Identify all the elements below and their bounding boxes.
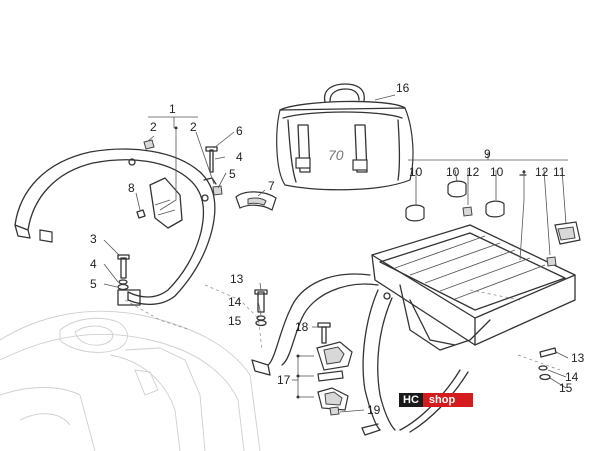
- callout-1: 1: [169, 102, 176, 116]
- cover-cap: [235, 191, 277, 211]
- svg-text:70: 70: [328, 147, 344, 163]
- callout-2-right: 2: [190, 120, 197, 134]
- leader-lines: [103, 94, 569, 413]
- callout-14-left: 14: [228, 295, 242, 309]
- rack-small-parts: [405, 174, 581, 267]
- callout-14-right: 14: [565, 370, 579, 384]
- callout-19: 19: [367, 403, 381, 417]
- callout-10-b: 10: [446, 165, 460, 179]
- callout-11: 11: [553, 165, 566, 179]
- rear-grab-handle: [14, 148, 216, 306]
- callout-13-left: 13: [230, 272, 244, 286]
- callout-3: 3: [90, 232, 97, 246]
- callout-4-top: 4: [236, 150, 243, 164]
- callout-5-bottom: 5: [90, 277, 97, 291]
- callout-8: 8: [128, 181, 135, 195]
- leader-dots: [174, 126, 526, 399]
- callout-5-top: 5: [229, 167, 236, 181]
- callout-16: 16: [396, 81, 410, 95]
- leather-bag: 70: [276, 83, 414, 191]
- callout-18: 18: [295, 320, 309, 334]
- callout-7: 7: [268, 179, 275, 193]
- scooter-body-outline: [0, 310, 261, 451]
- callout-17: 17: [277, 373, 291, 387]
- callout-numbers: 1 2 2 6 4 5 7 8 3 4 5 16 9 10 10 12 10 1…: [90, 81, 585, 417]
- left-hardware: [117, 139, 223, 291]
- callout-10-c: 10: [490, 165, 504, 179]
- rear-luggage-rack: [251, 224, 576, 436]
- hc-shop-logo: HC shop: [399, 393, 473, 407]
- callout-13-right: 13: [571, 351, 585, 365]
- logo-hc-text: HC: [399, 393, 423, 407]
- callout-10-a: 10: [409, 165, 423, 179]
- callout-15-left: 15: [228, 314, 242, 328]
- assembly-guide-lines: [124, 284, 561, 411]
- callout-9: 9: [484, 147, 491, 161]
- callout-6: 6: [236, 124, 243, 138]
- logo-shop-text: shop: [422, 393, 473, 407]
- callout-2-left: 2: [150, 120, 157, 134]
- right-hardware: [254, 289, 557, 416]
- callout-15-right: 15: [559, 381, 573, 395]
- callout-4-bottom: 4: [90, 257, 97, 271]
- callout-12-b: 12: [535, 165, 549, 179]
- callout-12-a: 12: [466, 165, 480, 179]
